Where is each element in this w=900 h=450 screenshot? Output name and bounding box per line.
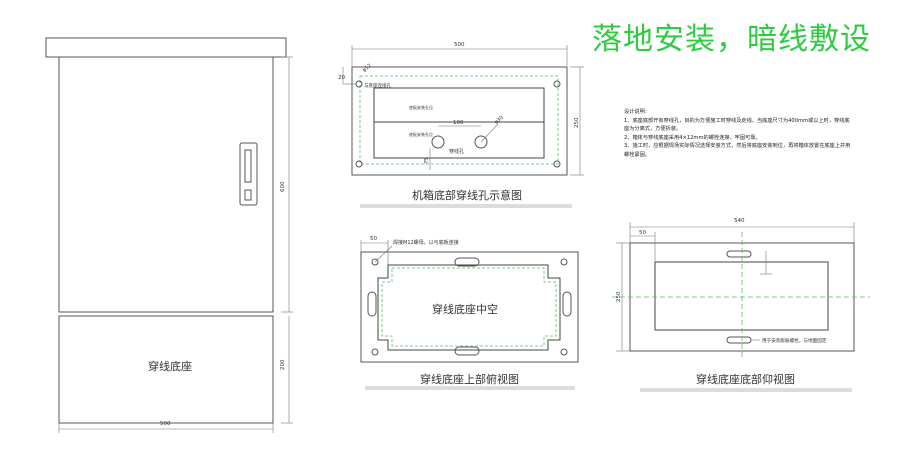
bottom-holes-dim-spacing: 100 [453,120,464,126]
cable-hole-left [431,135,445,149]
cable-hole-right [474,135,488,149]
bottom-holes-dim-edge: 75 [424,158,430,164]
base-top-center-label: 穿线底座中空 [432,302,498,316]
bottom-holes-dim-width: 500 [454,42,465,48]
bottom-holes-caption: 机箱底部穿线孔示意图 [412,188,522,202]
bottom-holes-dim-cable-dia: φ30 [493,115,504,126]
notes-item-2: 2、箱体与穿线底座采用4×12mm的螺栓连接，牢固可靠。 [624,134,761,141]
base-bottom-opening [654,261,829,331]
notes-heading: 设计说明： [624,109,650,115]
base-bottom-caption: 穿线底座底部仰视图 [696,372,795,386]
lock-handle-icon [239,142,258,206]
notes-item-3: 3、施工时，应根据现场实际情况选择安装方式，然后将底座安装到位，再将箱体放置在底… [624,143,851,158]
bottom-holes-label-row2: 底板安装孔位 [409,131,433,137]
cabinet-front-view [45,37,293,433]
bottom-holes-label-base-hole: 与底座连接孔 [364,82,391,89]
base-top-bolt-note: 焊接M12螺母，以与底板连接 [393,239,459,246]
base-top-outline [360,251,579,363]
cabinet-dim-width: 500 [160,421,171,427]
bottom-holes-label-row1: 底板安装孔位 [409,104,433,110]
bottom-plate-outline [351,66,568,176]
cabinet-roof [45,37,287,58]
bottom-holes-view [342,45,584,208]
base-top-caption: 穿线底座上部俯视图 [420,372,519,386]
cabinet-body [58,56,274,313]
cabinet-base-label: 穿线底座 [148,359,192,373]
base-bottom-dim-height: 250 [616,291,622,302]
base-top-dim-offset: 50 [370,236,377,242]
bottom-holes-label-cable-hole: 穿线孔 [449,148,464,155]
page-title: 落地安装，暗线敷设 [592,22,871,57]
design-notes: 设计说明： 1、底座底部开有穿线孔，目的为方便施工时穿线及走线，当底座尺寸为40… [624,108,852,159]
base-bottom-dim-offset: 50 [639,230,646,236]
cabinet-dim-base: 200 [280,359,286,370]
base-top-view [360,240,579,390]
bottom-holes-dim-hole-dia: φ12 [361,63,372,74]
notes-item-1: 1、底座底部开有穿线孔，目的为方便施工时穿线及走线，当底座尺寸为400mm或以上… [624,117,850,133]
cabinet-dim-height: 600 [280,181,286,192]
bottom-holes-dim-height: 250 [574,117,580,128]
base-bottom-dim-width: 540 [734,218,745,224]
cabinet-base [58,315,274,424]
bottom-holes-dim-corner: 20 [338,75,345,81]
base-bottom-view [612,222,870,392]
base-bottom-note: 用于安装膨胀螺栓，与地面固定 [762,337,827,344]
